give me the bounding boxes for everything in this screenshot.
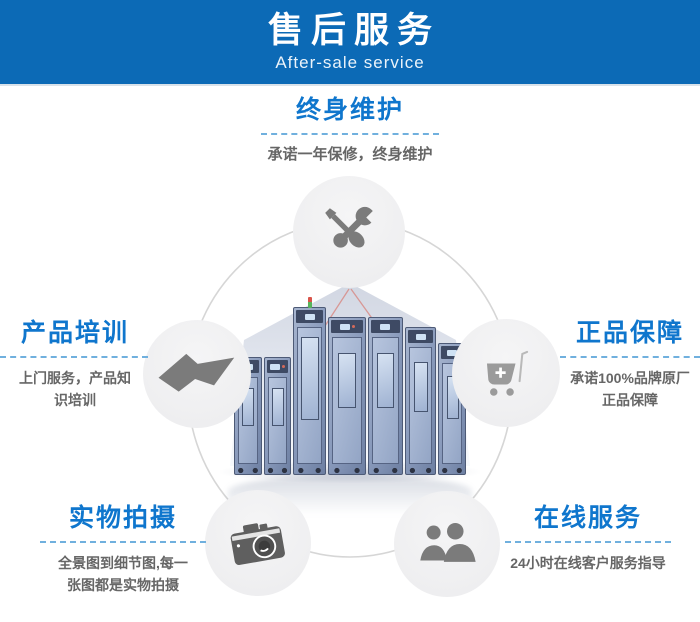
banner-title: 售后服务	[267, 11, 440, 50]
machine-row	[234, 295, 466, 475]
dashed-divider	[40, 541, 206, 543]
training-icon-bubble	[143, 320, 251, 428]
service-diagram: 终身维护 承诺一年保修，终身维护 产品培训 上门服务，产品知识培训 正品保障 承…	[0, 86, 700, 622]
dashed-divider	[505, 541, 671, 543]
tools-icon	[325, 206, 373, 248]
dashed-divider	[0, 356, 148, 358]
product-photo	[220, 295, 480, 483]
machine-cabinet	[405, 327, 437, 475]
service-online: 在线服务 24小时在线客户服务指导	[500, 503, 676, 574]
service-title: 在线服务	[533, 504, 642, 532]
dashed-divider	[261, 133, 439, 135]
banner-subtitle: After-sale service	[275, 53, 425, 72]
machine-cabinet	[293, 297, 327, 475]
online-icon-bubble	[394, 491, 500, 597]
customers-icon	[420, 523, 476, 562]
open-book-icon	[158, 353, 235, 392]
dashed-divider	[560, 356, 700, 358]
machine-cabinet	[263, 357, 291, 475]
maintenance-icon-bubble	[293, 176, 405, 288]
service-desc: 全景图到细节图,每一张图都是实物拍摄	[58, 555, 188, 593]
service-title: 终身维护	[295, 96, 404, 124]
machine-cabinet	[367, 317, 404, 475]
shopping-cart-icon	[486, 350, 529, 396]
service-title: 实物拍摄	[68, 504, 177, 532]
service-maintenance: 终身维护 承诺一年保修，终身维护	[220, 95, 480, 166]
photos-icon-bubble	[205, 490, 311, 596]
service-genuine: 正品保障 承诺100%品牌原厂正品保障	[560, 318, 700, 411]
service-title: 正品保障	[575, 319, 684, 347]
service-training: 产品培训 上门服务，产品知识培训	[0, 318, 150, 411]
service-desc: 承诺100%品牌原厂正品保障	[570, 370, 690, 408]
indicator-light	[307, 297, 312, 308]
camera-icon	[230, 523, 285, 565]
banner: 售后服务 After-sale service	[0, 0, 700, 86]
service-title: 产品培训	[20, 319, 129, 347]
service-desc: 上门服务，产品知识培训	[19, 370, 131, 408]
machine-cabinet	[328, 317, 366, 475]
service-photos: 实物拍摄 全景图到细节图,每一张图都是实物拍摄	[38, 503, 208, 596]
genuine-icon-bubble	[452, 319, 560, 427]
service-desc: 承诺一年保修，终身维护	[267, 146, 433, 163]
service-desc: 24小时在线客户服务指导	[510, 555, 666, 571]
